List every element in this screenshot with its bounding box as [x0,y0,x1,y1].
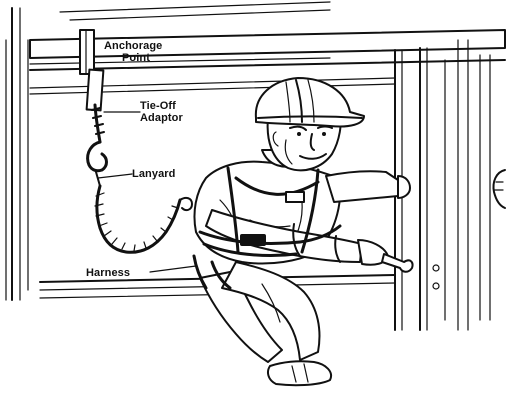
worker-right-arm [326,171,398,202]
tieoff-label-line1: Tie-Off [140,100,176,112]
wrench-icon [382,254,413,272]
lanyard-leader-line [98,174,132,178]
anchorage-label-line1: Anchorage [104,40,162,52]
snap-hook [88,142,107,171]
lanyard-label: Lanyard [132,168,176,180]
overhead-beam [30,30,505,58]
anchorage-label-line2: Point [122,52,150,64]
label-lanyard: Lanyard [98,168,176,180]
harness-label: Harness [86,267,130,279]
harness-leader-line [150,266,196,272]
tieoff-label-line2: Adaptor [140,112,183,124]
worker-figure [194,78,413,385]
worker-right-hand [398,176,410,198]
second-worker-hand [493,170,505,208]
lanyard [88,142,192,252]
label-tie-off-adaptor: Tie-Off Adaptor [104,100,183,124]
label-harness: Harness [86,266,196,279]
harness-buckle [240,234,266,246]
chest-buckle [286,192,304,202]
worker-boot [268,361,331,385]
